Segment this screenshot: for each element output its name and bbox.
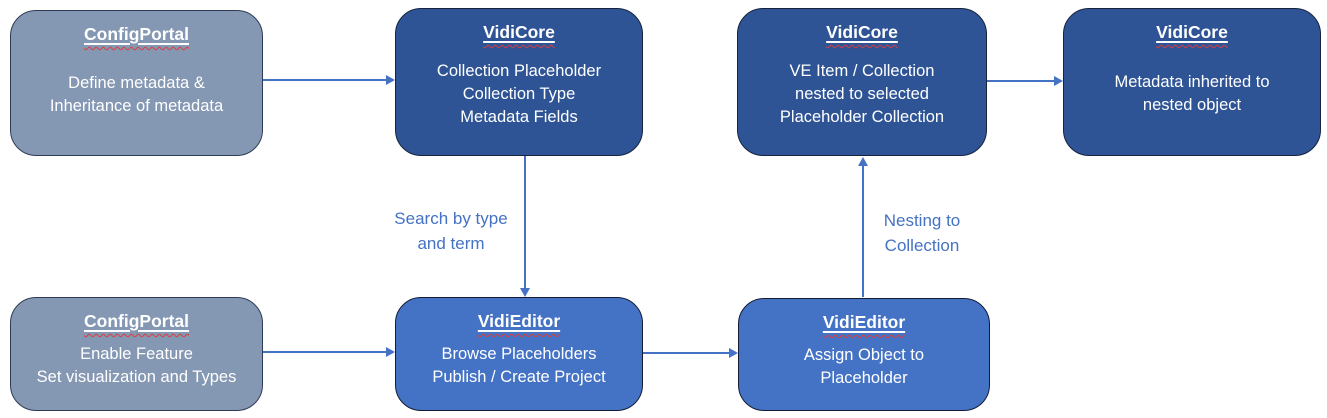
arrow-configportal-to-vidieditor — [263, 347, 395, 357]
node-title: VidiEditor — [477, 311, 561, 331]
node-body: Define metadata & Inheritance of metadat… — [49, 74, 224, 116]
arrow-configportal-to-vidicore — [263, 75, 395, 85]
node-body: Assign Object to Placeholder — [803, 345, 925, 387]
node-body: Collection Placeholder Collection Type M… — [436, 61, 602, 126]
edge-label-search: Search by type and term — [394, 209, 508, 253]
node-vidieditor-assign: VidiEditor Assign Object to Placeholder — [738, 298, 990, 411]
arrow-vidieditor-to-vidieditor-assign — [643, 348, 738, 358]
edge-label-nesting: Nesting to Collection — [883, 211, 961, 255]
node-vidieditor-browse: VidiEditor Browse Placeholders Publish /… — [395, 297, 643, 411]
node-body: VE Item / Collection nested to selected … — [779, 61, 945, 126]
node-configportal-define: ConfigPortal Define metadata & Inheritan… — [10, 10, 263, 156]
node-title: VidiCore — [1156, 22, 1228, 42]
node-vidicore-inherited: VidiCore Metadata inherited to nested ob… — [1063, 8, 1321, 156]
node-vidicore-ve-item: VidiCore VE Item / Collection nested to … — [737, 8, 987, 156]
node-title: ConfigPortal — [84, 24, 189, 44]
node-body: Browse Placeholders Publish / Create Pro… — [432, 345, 606, 387]
node-body: Enable Feature Set visualization and Typ… — [36, 345, 237, 387]
node-configportal-feature: ConfigPortal Enable Feature Set visualiz… — [10, 297, 263, 411]
node-vidicore-collection: VidiCore Collection Placeholder Collecti… — [395, 8, 643, 156]
arrow-search-down — [520, 156, 530, 297]
node-body: Metadata inherited to nested object — [1114, 73, 1270, 115]
arrow-nesting-up — [858, 157, 868, 297]
arrow-vidicore-to-vidicore-inherited — [987, 76, 1063, 86]
node-title: VidiCore — [483, 22, 555, 42]
node-title: VidiEditor — [822, 312, 906, 332]
node-title: VidiCore — [826, 22, 898, 42]
node-title: ConfigPortal — [84, 311, 189, 331]
